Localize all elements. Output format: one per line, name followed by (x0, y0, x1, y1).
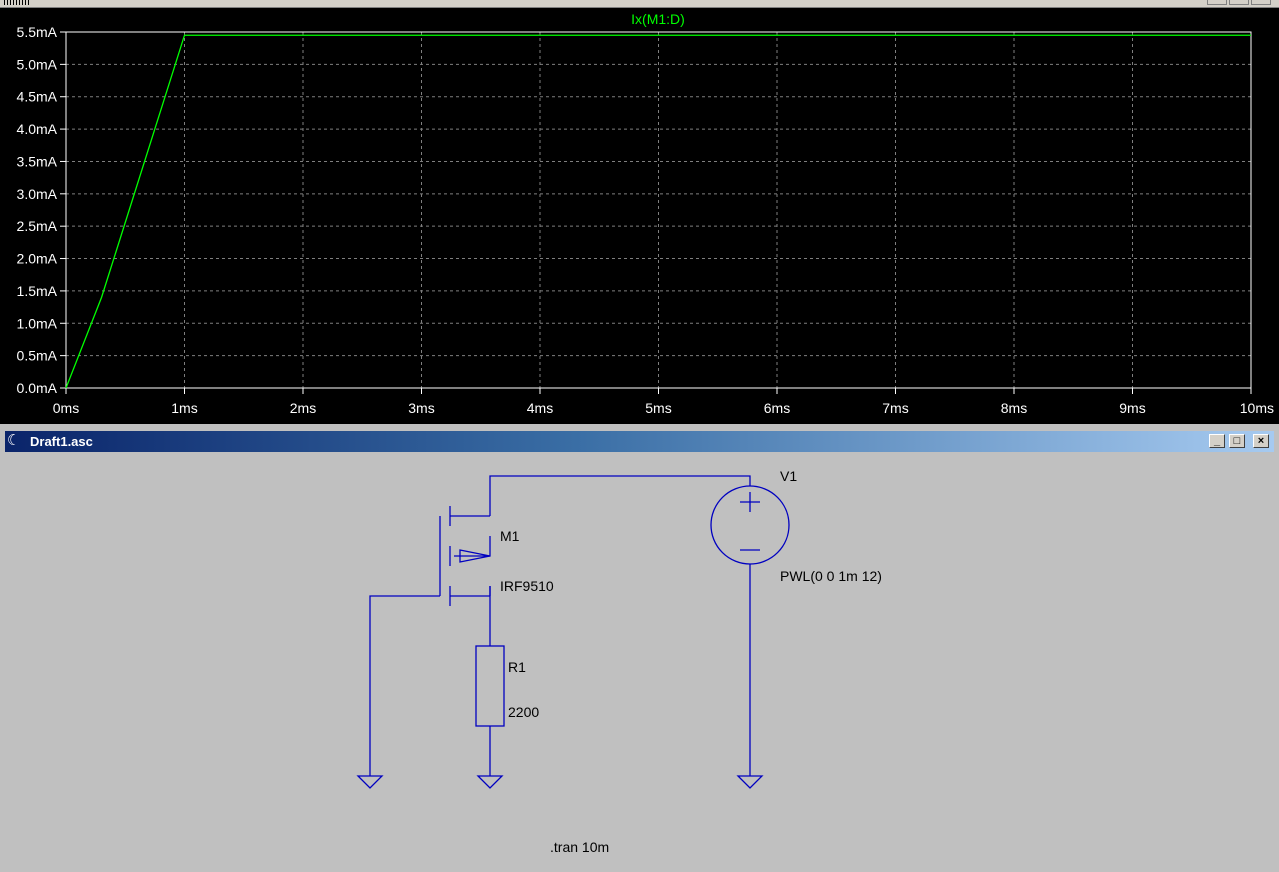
plot-restore-button[interactable] (1229, 0, 1249, 5)
plot-tick-labels: 0.0mA 0.5mA 1.0mA 1.5mA 2.0mA 2.5mA 3.0mA 3.5mA… (17, 24, 1274, 416)
v1-value-label[interactable]: PWL(0 0 1m 12) (780, 568, 882, 584)
y-tick-label: 2.5mA (17, 218, 58, 234)
y-tick-label: 1.0mA (17, 315, 58, 331)
plot-series (65, 34, 1251, 389)
x-tick-label: 6ms (764, 400, 790, 416)
waveform-plot[interactable]: 0.0mA 0.5mA 1.0mA 1.5mA 2.0mA 2.5mA 3.0mA 3.5mA… (0, 8, 1279, 424)
x-tick-label: 8ms (1001, 400, 1027, 416)
x-tick-label: 2ms (290, 400, 316, 416)
schematic-restore-button[interactable]: □ (1229, 434, 1245, 448)
wire-gate-to-ground[interactable] (369, 595, 440, 776)
voltage-source-v1-symbol[interactable] (710, 485, 790, 565)
x-tick-label: 4ms (527, 400, 553, 416)
schematic-titlebar[interactable]: ☾ Draft1.asc _ □ × (5, 431, 1274, 452)
y-tick-label: 2.0mA (17, 251, 58, 267)
resistor-r1-symbol[interactable] (475, 645, 505, 727)
r1-value-label[interactable]: 2200 (508, 704, 540, 720)
y-tick-label: 5.0mA (17, 56, 58, 72)
schematic-close-button[interactable]: × (1253, 434, 1269, 448)
x-tick-label: 10ms (1240, 400, 1274, 416)
y-tick-label: 0.0mA (17, 380, 58, 396)
x-tick-label: 7ms (882, 400, 908, 416)
x-tick-label: 5ms (645, 400, 671, 416)
schematic-document-icon: ☾ (7, 432, 21, 449)
plot-close-button[interactable] (1251, 0, 1271, 5)
plot-background (0, 8, 1279, 424)
y-tick-label: 4.0mA (17, 121, 58, 137)
schematic-minimize-button[interactable]: _ (1209, 434, 1225, 448)
x-tick-label: 3ms (408, 400, 434, 416)
ground-v1[interactable] (736, 775, 764, 789)
plot-window-drag-handle[interactable] (4, 0, 30, 5)
x-tick-label: 9ms (1119, 400, 1145, 416)
plot-grid (66, 32, 1251, 388)
schematic-window-title: Draft1.asc (30, 434, 93, 449)
series-line (65, 34, 1251, 389)
y-tick-label: 5.5mA (17, 24, 58, 40)
y-tick-label: 1.5mA (17, 283, 58, 299)
schematic-window: ☾ Draft1.asc _ □ × (0, 428, 1279, 872)
ground-r1[interactable] (476, 775, 504, 789)
m1-model-label[interactable]: IRF9510 (500, 578, 554, 594)
ground-gate[interactable] (356, 775, 384, 789)
schematic-drawing (356, 475, 790, 789)
plot-minimize-button[interactable] (1207, 0, 1227, 5)
y-tick-label: 4.5mA (17, 89, 58, 105)
x-tick-label: 0ms (53, 400, 79, 416)
trace-label[interactable]: Ix(M1:D) (631, 11, 685, 27)
y-tick-label: 0.5mA (17, 348, 58, 364)
v1-ref-label[interactable]: V1 (780, 468, 798, 484)
y-tick-label: 3.0mA (17, 186, 58, 202)
wire-drain-to-v1[interactable] (489, 475, 751, 502)
plot-window-top-border (0, 0, 1279, 8)
r1-ref-label[interactable]: R1 (508, 659, 526, 675)
x-tick-label: 1ms (171, 400, 197, 416)
schematic-canvas[interactable]: V1 PWL(0 0 1m 12) M1 IRF9510 R1 2200 .tr… (7, 454, 1273, 870)
spice-directive[interactable]: .tran 10m (550, 839, 610, 855)
waveform-viewer-window: 0.0mA 0.5mA 1.0mA 1.5mA 2.0mA 2.5mA 3.0mA 3.5mA… (0, 0, 1279, 426)
y-tick-label: 3.5mA (17, 153, 58, 169)
m1-ref-label[interactable]: M1 (500, 528, 520, 544)
mosfet-m1-symbol[interactable] (439, 502, 491, 606)
